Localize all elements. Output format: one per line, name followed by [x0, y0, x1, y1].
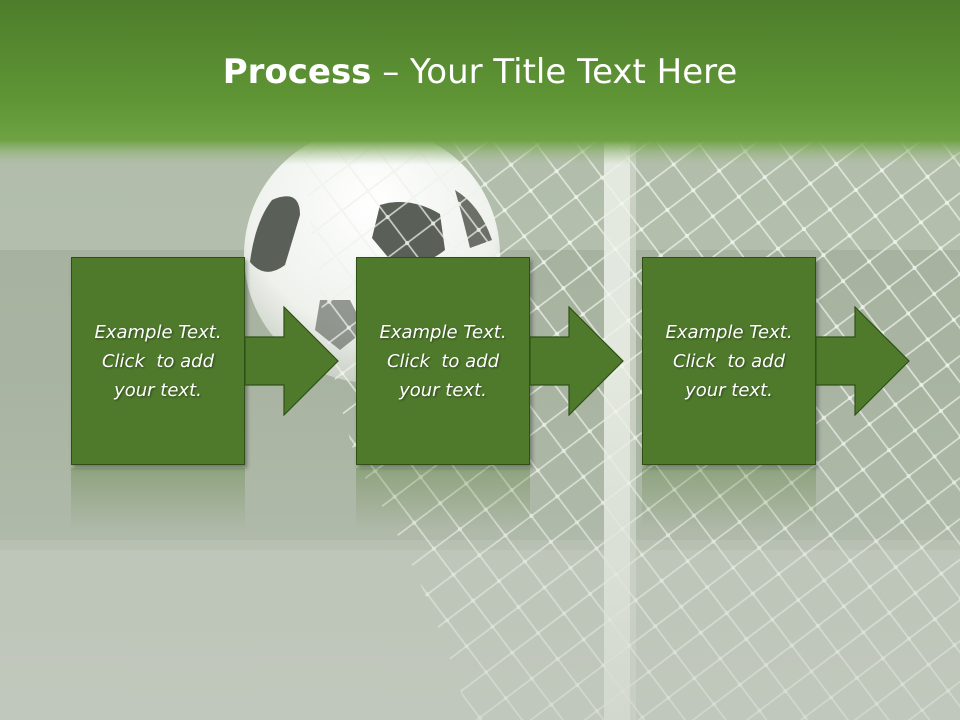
slide-title-bold: Process: [222, 52, 372, 92]
process-arrow-2-icon: [529, 306, 624, 416]
step-text-line: your text.: [685, 379, 773, 401]
step-text-line: Example Text.: [379, 321, 507, 343]
process-step-2-text: Example Text. Click to add your text.: [363, 318, 523, 405]
step-text-line: Example Text.: [665, 321, 793, 343]
process-step-2-reflection: [356, 468, 530, 530]
step-text-line: your text.: [114, 379, 202, 401]
process-arrow-1-icon: [244, 306, 339, 416]
process-step-1[interactable]: Example Text. Click to add your text.: [71, 257, 245, 465]
process-arrow-3-icon: [815, 306, 910, 416]
step-text-line: Click to add: [386, 350, 499, 372]
process-step-3-reflection: [642, 468, 816, 530]
process-step-1-text: Example Text. Click to add your text.: [78, 318, 238, 405]
step-text-line: Example Text.: [94, 321, 222, 343]
slide-title-rest: – Your Title Text Here: [371, 52, 738, 92]
slide-title[interactable]: Process – Your Title Text Here: [0, 52, 960, 92]
step-text-line: Click to add: [672, 350, 785, 372]
process-step-3[interactable]: Example Text. Click to add your text.: [642, 257, 816, 465]
process-step-2[interactable]: Example Text. Click to add your text.: [356, 257, 530, 465]
step-text-line: Click to add: [101, 350, 214, 372]
process-step-3-text: Example Text. Click to add your text.: [649, 318, 809, 405]
process-step-1-reflection: [71, 468, 245, 530]
step-text-line: your text.: [399, 379, 487, 401]
